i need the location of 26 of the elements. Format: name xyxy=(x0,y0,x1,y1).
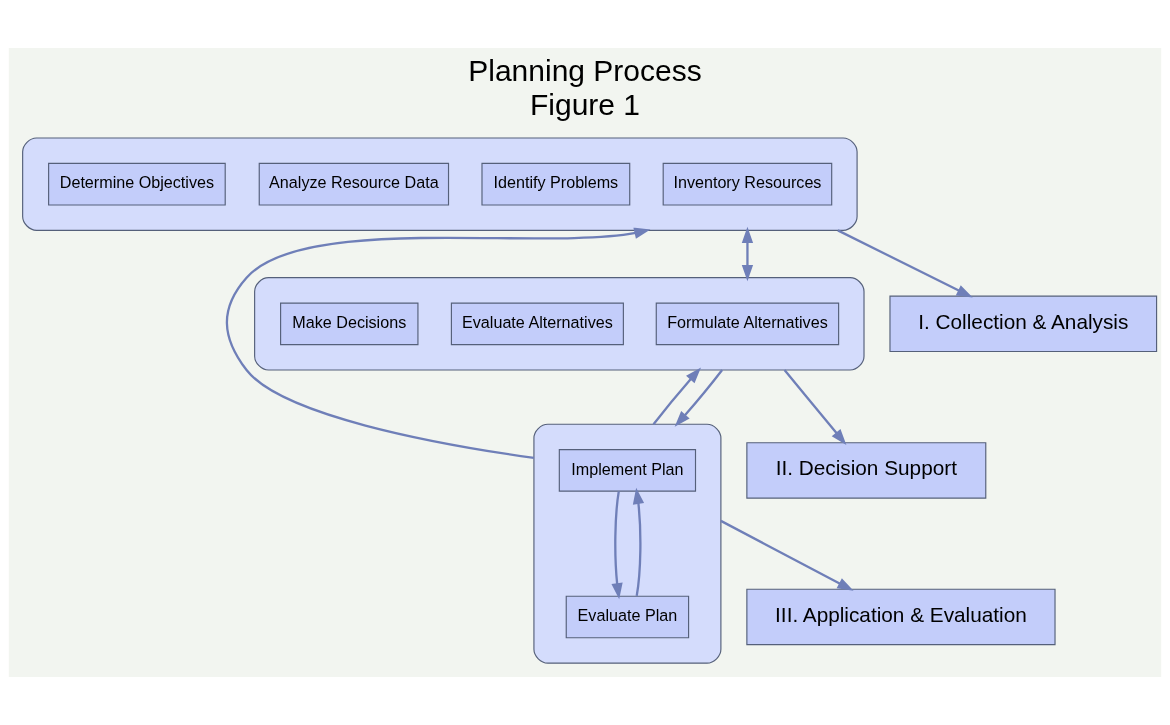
arrow xyxy=(652,367,701,425)
node-box: II. Decision Support xyxy=(746,442,987,499)
cluster xyxy=(254,277,865,371)
node-box: Make Decisions xyxy=(280,302,419,346)
node-box: I. Collection & Analysis xyxy=(889,295,1158,353)
arrow xyxy=(741,226,754,282)
node-box: Identify Problems xyxy=(481,162,631,206)
arrow xyxy=(837,229,973,298)
arrow xyxy=(225,227,651,460)
node-box: Implement Plan xyxy=(558,449,697,492)
node-box: III. Application & Evaluation xyxy=(746,588,1056,646)
arrow xyxy=(632,487,645,597)
node-box: Evaluate Plan xyxy=(565,595,690,639)
node-box: Determine Objectives xyxy=(48,162,226,206)
node-box: Inventory Resources xyxy=(662,162,833,206)
node-box: Analyze Resource Data xyxy=(258,162,450,206)
arrow xyxy=(720,519,854,591)
arrow xyxy=(674,369,724,427)
cluster xyxy=(22,137,858,231)
arrow xyxy=(611,491,623,600)
diagram-title: Planning Process xyxy=(468,54,702,88)
cluster xyxy=(533,423,722,664)
caption: Figure 1 xyxy=(529,87,641,121)
node-box: Evaluate Alternatives xyxy=(450,302,624,346)
node-box: Formulate Alternatives xyxy=(655,302,840,346)
arrow xyxy=(783,369,847,446)
